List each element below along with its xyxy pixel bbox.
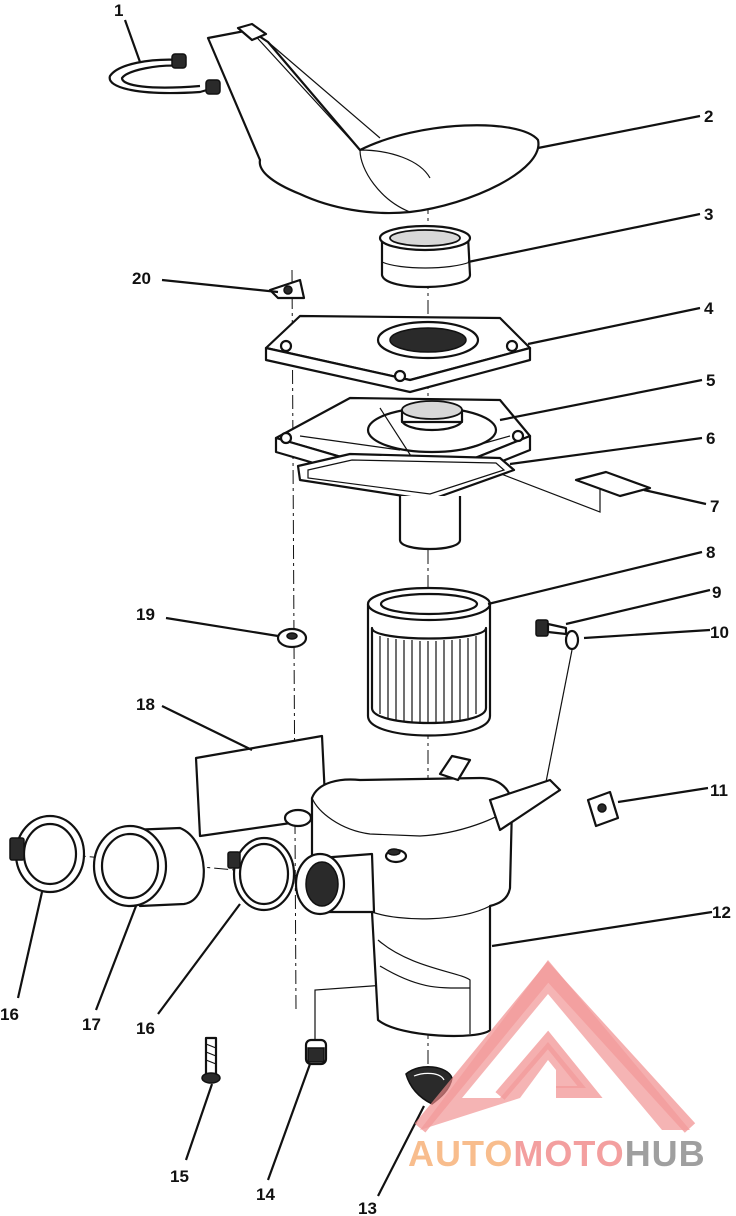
callout-8: 8 bbox=[706, 543, 715, 562]
part-11-nut bbox=[586, 790, 620, 828]
callout-7: 7 bbox=[710, 497, 719, 516]
part-9-screw bbox=[535, 619, 568, 637]
part-10-washer bbox=[545, 629, 580, 783]
drain-axis bbox=[314, 970, 386, 1040]
callout-18: 18 bbox=[136, 695, 155, 714]
part-15-bolt bbox=[201, 1036, 221, 1084]
leader-lines bbox=[16, 19, 713, 1197]
part-8-filter bbox=[366, 586, 492, 737]
part-12-airbox bbox=[283, 754, 562, 1038]
watermark-text: AUTOMOTOHUB bbox=[408, 1133, 706, 1174]
watermark-mark bbox=[420, 960, 690, 1130]
part-20-clip bbox=[268, 278, 306, 300]
filter-pleats bbox=[379, 636, 477, 724]
callout-20: 20 bbox=[132, 269, 151, 288]
part-6-gasket bbox=[296, 452, 516, 502]
callout-13: 13 bbox=[358, 1199, 377, 1216]
part-3-grommet bbox=[378, 224, 472, 289]
callout-4: 4 bbox=[704, 299, 714, 318]
callout-3: 3 bbox=[704, 205, 713, 224]
watermark-moto: MOTO bbox=[513, 1133, 624, 1174]
callout-15: 15 bbox=[170, 1167, 189, 1186]
part-7-decal bbox=[574, 470, 652, 498]
part-1-clamp bbox=[108, 53, 221, 95]
part-4-cover bbox=[264, 314, 532, 394]
watermark-auto: AUTO bbox=[408, 1133, 513, 1174]
callout-6: 6 bbox=[706, 429, 715, 448]
callout-1: 1 bbox=[114, 1, 123, 20]
callout-17: 17 bbox=[82, 1015, 101, 1034]
label-leader-7 bbox=[469, 461, 601, 513]
part-17-boot bbox=[92, 824, 205, 908]
callout-9: 9 bbox=[712, 583, 721, 602]
callout-16-left: 16 bbox=[0, 1005, 19, 1024]
part-19-grommet bbox=[276, 627, 308, 649]
watermark-logo: AUTOMOTOHUB bbox=[408, 960, 706, 1174]
callout-11: 11 bbox=[710, 781, 728, 800]
callout-2: 2 bbox=[704, 107, 713, 126]
watermark-hub: HUB bbox=[625, 1133, 706, 1174]
callout-16-right: 16 bbox=[136, 1019, 155, 1038]
callout-12: 12 bbox=[712, 903, 731, 922]
part-16-clamp-left bbox=[9, 814, 86, 894]
callout-14: 14 bbox=[256, 1185, 275, 1204]
part-16-clamp-right bbox=[227, 836, 296, 912]
lid-spigot bbox=[398, 496, 462, 551]
part-2-intake-duct bbox=[206, 22, 540, 215]
callout-5: 5 bbox=[706, 371, 715, 390]
callout-19: 19 bbox=[136, 605, 155, 624]
callout-10: 10 bbox=[710, 623, 729, 642]
part-14-plug bbox=[304, 1038, 328, 1066]
